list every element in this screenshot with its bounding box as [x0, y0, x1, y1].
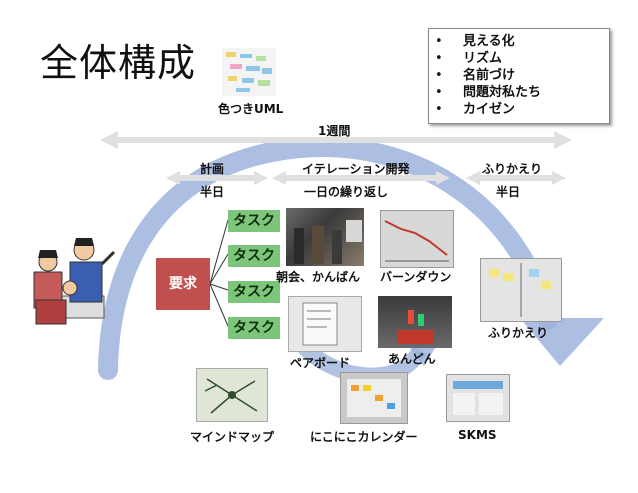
iteration-duration: 一日の繰り返し [304, 183, 388, 200]
plan-duration: 半日 [200, 183, 224, 200]
retro-duration: 半日 [496, 183, 520, 200]
bullet-item: リズム [429, 50, 609, 67]
mindmap-caption: マインドマップ [190, 428, 274, 445]
retro-label: ふりかえり [482, 160, 542, 177]
burndown-photo [380, 210, 454, 268]
mindmap-photo [196, 368, 268, 422]
retro-caption: ふりかえり [488, 324, 548, 341]
andon-caption: あんどん [388, 350, 436, 367]
week-label: 1週間 [318, 122, 350, 139]
task-box: タスク [228, 281, 280, 303]
task-connectors [210, 220, 228, 326]
bullet-item: 名前づけ [429, 67, 609, 84]
pairboard-photo [288, 296, 362, 352]
andon-photo [378, 296, 452, 348]
bullet-item: 見える化 [429, 33, 609, 50]
pairboard-caption: ペアボード [290, 354, 350, 371]
task-box: タスク [228, 210, 280, 232]
standup-photo [286, 208, 364, 266]
bullet-item: カイゼン [429, 101, 609, 118]
principles-box: 見える化 リズム 名前づけ 問題対私たち カイゼン [428, 28, 610, 124]
plan-label: 計画 [200, 160, 224, 177]
calendar-photo [340, 372, 408, 424]
page-title: 全体構成 [40, 32, 196, 87]
burndown-caption: バーンダウン [380, 268, 451, 285]
task-box: タスク [228, 245, 280, 267]
standup-caption: 朝会、かんばん [276, 268, 360, 285]
retro-photo [480, 258, 562, 322]
skms-photo [446, 374, 510, 422]
bullet-item: 問題対私たち [429, 84, 609, 101]
uml-thumbnail [222, 48, 276, 96]
requirement-box: 要求 [156, 258, 210, 310]
calendar-caption: にこにこカレンダー [310, 428, 418, 445]
iteration-label: イテレーション開発 [302, 160, 410, 177]
task-box: タスク [228, 317, 280, 339]
skms-caption: SKMS [458, 428, 497, 442]
uml-caption: 色つきUML [218, 100, 283, 117]
meeting-people-illustration [34, 238, 114, 324]
